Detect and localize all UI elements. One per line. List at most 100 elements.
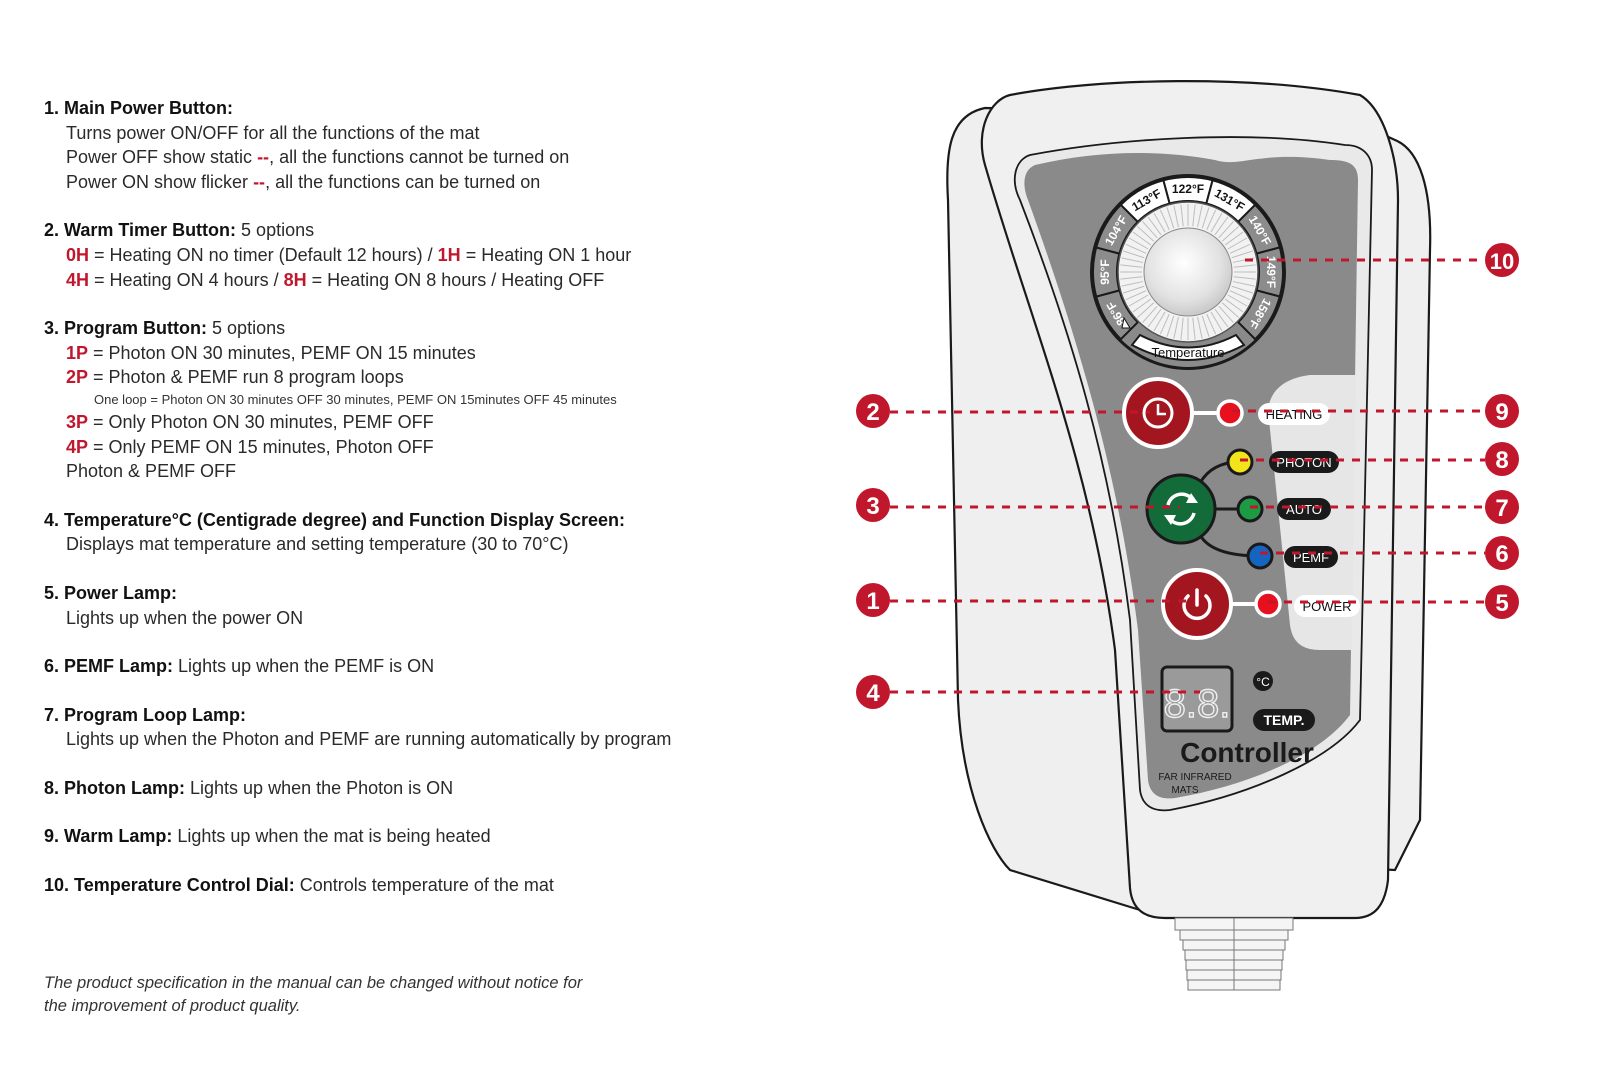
program-button[interactable] bbox=[1145, 473, 1217, 545]
clock-icon bbox=[1142, 397, 1174, 429]
dial-ridge bbox=[1227, 237, 1248, 250]
option-text: = Heating ON 4 hours / bbox=[89, 269, 284, 290]
description-line: Lights up when the Photon and PEMF are r… bbox=[66, 729, 672, 750]
callout-8: 8 bbox=[1485, 442, 1519, 476]
option-text: = Only PEMF ON 15 minutes, Photon OFF bbox=[88, 436, 434, 457]
temp-badge-text: TEMP. bbox=[1264, 712, 1305, 728]
power-label: POWER bbox=[1294, 595, 1360, 617]
callout-number: 6 bbox=[1495, 541, 1508, 568]
dial-ridge bbox=[1128, 237, 1149, 250]
section-power-lamp: 5. Power Lamp: Lights up when the power … bbox=[44, 581, 804, 630]
line-text: Power ON show flicker bbox=[66, 171, 254, 192]
section-title: Temperature Control Dial: bbox=[74, 875, 295, 896]
cycle-arrows-icon bbox=[1164, 492, 1198, 526]
section-number: 6. bbox=[44, 656, 60, 677]
section-heading: 3. Program Button: 5 options bbox=[44, 316, 804, 341]
option-code: 2P bbox=[66, 367, 89, 388]
option-code: 3P bbox=[66, 411, 89, 432]
dial-ridge bbox=[1192, 204, 1196, 227]
section-number: 10. bbox=[44, 875, 70, 896]
dial-ridge bbox=[1221, 226, 1239, 242]
option-text: = Heating ON 8 hours / Heating OFF bbox=[306, 269, 605, 290]
section-heading: 7. Program Loop Lamp: bbox=[44, 703, 804, 728]
section-warm-lamp: 9. Warm Lamp: Lights up when the mat is … bbox=[44, 824, 804, 849]
photon-label: PHOTON bbox=[1269, 451, 1339, 473]
option-line: 4P = Only PEMF ON 15 minutes, Photon OFF bbox=[44, 435, 804, 460]
power-button[interactable] bbox=[1161, 568, 1268, 640]
dial-ridge bbox=[1218, 221, 1234, 239]
loop-note: One loop = Photon ON 30 minutes OFF 30 m… bbox=[94, 391, 617, 407]
section-number: 9. bbox=[44, 826, 60, 847]
option-code: 4P bbox=[66, 436, 89, 457]
line-text: , all the functions can be turned on bbox=[265, 171, 541, 192]
warm-timer-button[interactable] bbox=[1122, 377, 1230, 449]
section-heading: 10. Temperature Control Dial: Controls t… bbox=[44, 873, 804, 898]
option-text: = Heating ON 1 hour bbox=[460, 244, 632, 265]
description-line: Power OFF show static --, all the functi… bbox=[44, 145, 804, 170]
sub-brand-text: FAR INFRARED bbox=[1158, 772, 1231, 783]
callout-6: 6 bbox=[1485, 536, 1519, 570]
dial-temperature-label: 95°F bbox=[1098, 259, 1112, 284]
power-label-text: POWER bbox=[1302, 599, 1351, 614]
dial-ridge bbox=[1128, 294, 1149, 307]
section-title: Main Power Button: bbox=[64, 98, 234, 118]
pemf-label: PEMF bbox=[1284, 546, 1338, 568]
section-warm-timer-button: 2. Warm Timer Button: 5 options 0H = Hea… bbox=[44, 218, 804, 292]
dial-caption: Temperature bbox=[1152, 345, 1225, 360]
section-photon-lamp: 8. Photon Lamp: Lights up when the Photo… bbox=[44, 776, 804, 801]
section-subtitle: 5 options bbox=[207, 318, 286, 339]
section-title: PEMF Lamp: bbox=[64, 656, 174, 677]
section-description: Lights up when the mat is being heated bbox=[172, 826, 491, 847]
callout-leader-lines bbox=[890, 258, 1485, 694]
instructions-list: 1. Main Power Button: Turns power ON/OFF… bbox=[44, 96, 804, 922]
option-line: 3P = Only Photon ON 30 minutes, PEMF OFF bbox=[44, 410, 804, 435]
section-number: 3. bbox=[44, 318, 60, 339]
dial-pointer-icon bbox=[1121, 316, 1131, 329]
dial-ridge bbox=[1233, 276, 1256, 280]
celsius-badge-text: °C bbox=[1256, 675, 1270, 689]
option-line: 4H = Heating ON 4 hours / 8H = Heating O… bbox=[44, 268, 804, 293]
temperature-display-screen: 8.8. bbox=[1160, 665, 1234, 733]
photon-lamp bbox=[1226, 448, 1254, 476]
option-code: 8H bbox=[283, 269, 307, 290]
dial-ridge bbox=[1132, 298, 1152, 313]
dial-ridge bbox=[1147, 308, 1162, 328]
dial-ridge bbox=[1142, 221, 1158, 239]
dial-knob[interactable] bbox=[1143, 227, 1233, 317]
display-dash-symbol: -- bbox=[257, 147, 270, 168]
section-number: 1. bbox=[44, 98, 60, 118]
dial-ridge bbox=[1180, 204, 1184, 227]
dial-ridge bbox=[1227, 294, 1248, 307]
dial-ridge bbox=[1123, 285, 1145, 294]
dial-ridge bbox=[1166, 315, 1175, 337]
option-text: = Photon & PEMF run 8 program loops bbox=[88, 367, 404, 388]
section-description: Lights up when the Photon is ON bbox=[185, 777, 454, 798]
dial-ridge bbox=[1229, 290, 1251, 301]
heating-label: HEATING bbox=[1258, 403, 1330, 425]
dial-temperature-label: 149°F bbox=[1264, 256, 1278, 288]
option-text: = Only Photon ON 30 minutes, PEMF OFF bbox=[88, 411, 434, 432]
section-program-loop-lamp: 7. Program Loop Lamp: Lights up when the… bbox=[44, 703, 804, 752]
dial-ridge bbox=[1232, 281, 1255, 287]
dial-ridge bbox=[1125, 243, 1147, 254]
callout-number: 2 bbox=[866, 399, 879, 426]
dial-ridge bbox=[1147, 216, 1162, 236]
brand-logo: Controller bbox=[1180, 737, 1314, 768]
pemf-lamp bbox=[1246, 542, 1274, 570]
line-text: Power OFF show static bbox=[66, 147, 258, 168]
section-temperature-dial: 10. Temperature Control Dial: Controls t… bbox=[44, 873, 804, 898]
option-line: 1P = Photon ON 30 minutes, PEMF ON 15 mi… bbox=[44, 341, 804, 366]
section-main-power-button: 1. Main Power Button: Turns power ON/OFF… bbox=[44, 96, 804, 194]
auto-lamp bbox=[1236, 495, 1264, 523]
dial-ridge bbox=[1159, 313, 1170, 335]
callout-number: 5 bbox=[1495, 590, 1508, 617]
section-temperature-display: 4. Temperature°C (Centigrade degree) and… bbox=[44, 508, 804, 557]
dial-ridge bbox=[1120, 276, 1143, 280]
dial-ridge bbox=[1231, 285, 1253, 294]
section-number: 4. bbox=[44, 509, 60, 530]
callout-number: 10 bbox=[1490, 249, 1514, 274]
callout-number: 3 bbox=[866, 493, 879, 520]
dial-ridge bbox=[1218, 305, 1234, 323]
